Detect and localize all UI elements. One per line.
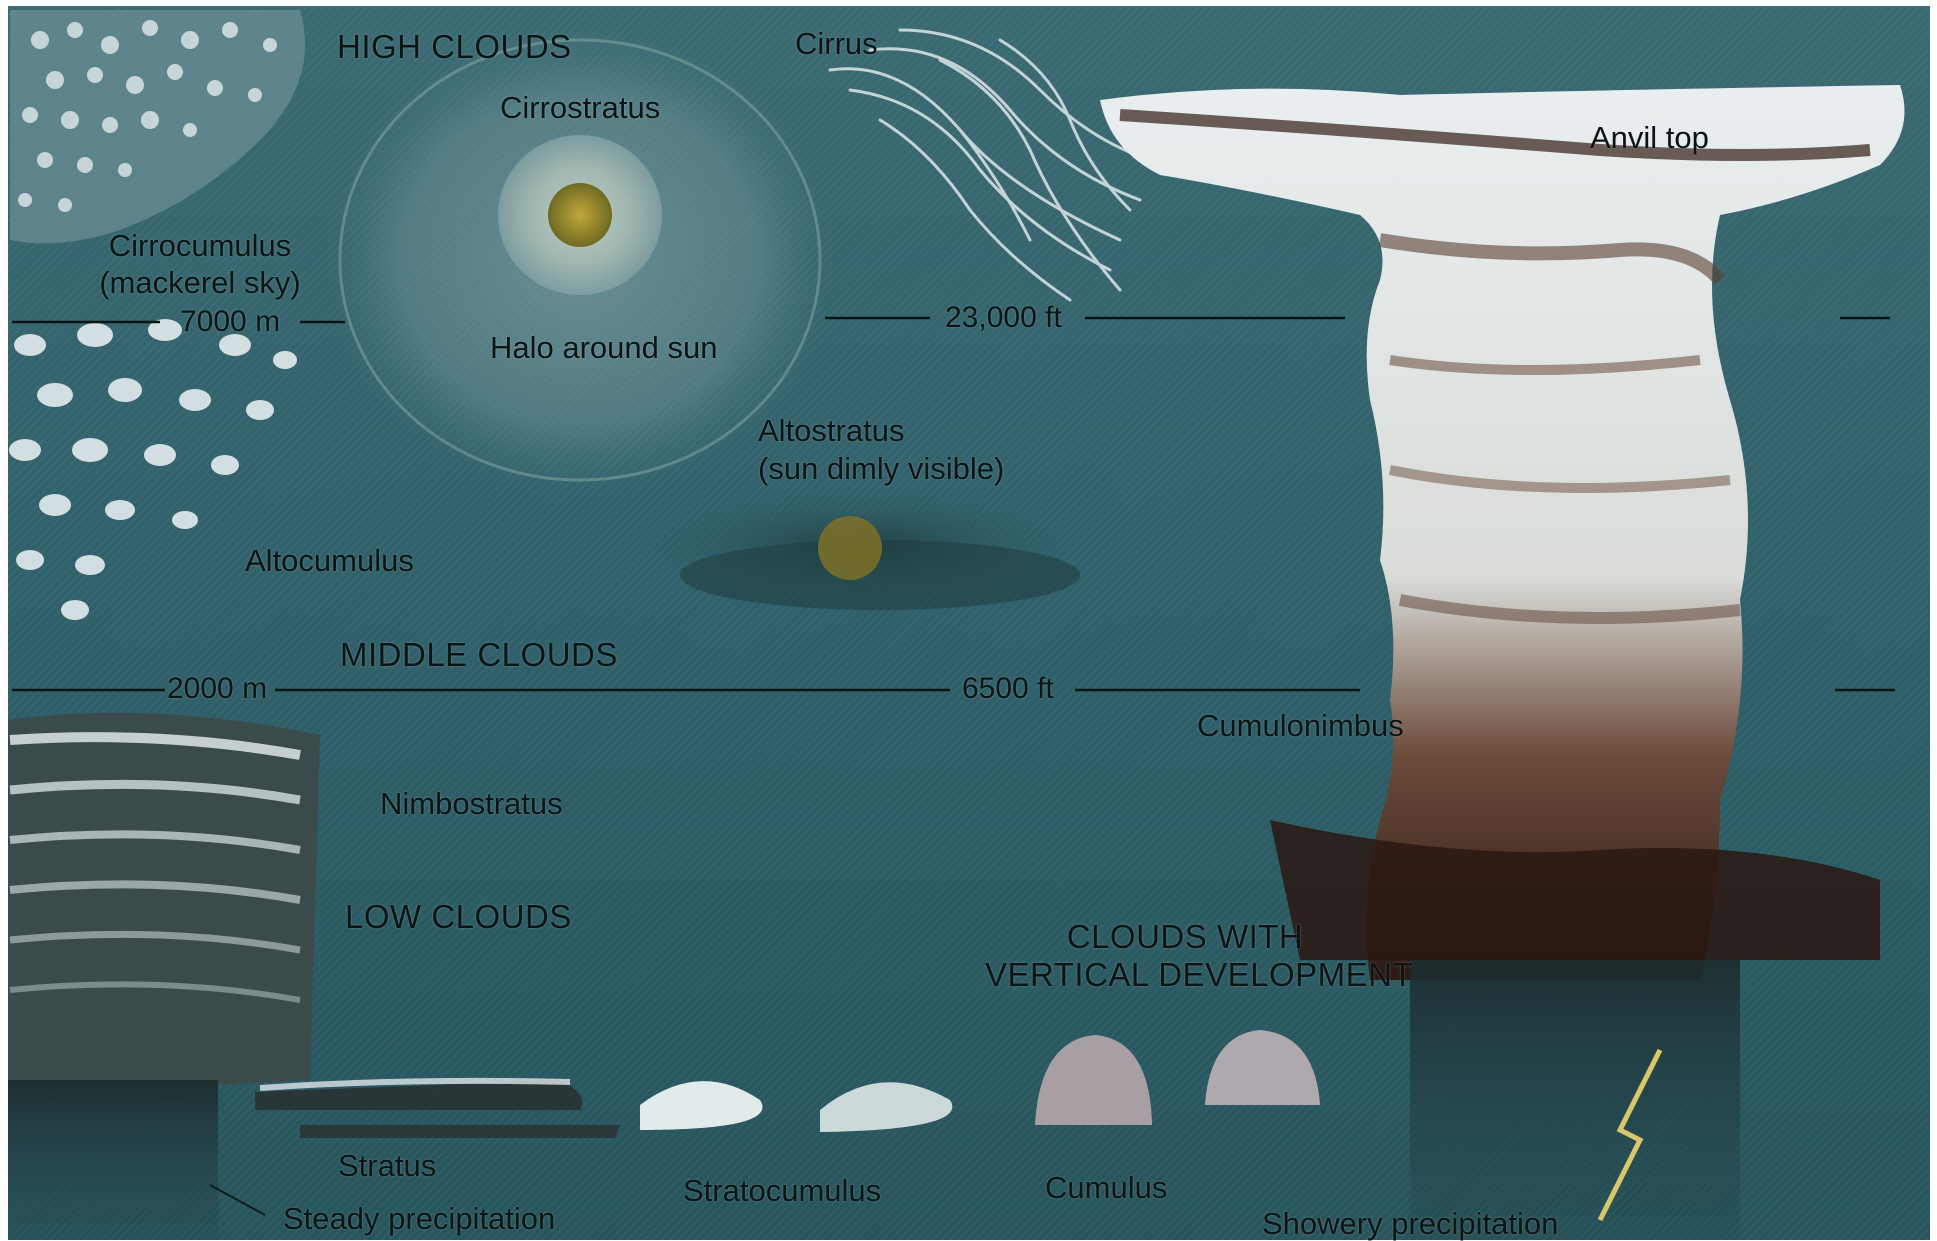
altitude-label-23000ft: 23,000 ft xyxy=(945,302,1062,334)
cirrocumulus-sublabel: (mackerel sky) xyxy=(90,267,310,300)
nimbostratus-label: Nimbostratus xyxy=(380,788,563,821)
steady-rain xyxy=(8,1080,218,1240)
altostratus-label: Altostratus xyxy=(758,415,904,448)
anvil-top-label: Anvil top xyxy=(1590,122,1709,155)
cumulus-label: Cumulus xyxy=(1045,1172,1167,1205)
cirrus-label: Cirrus xyxy=(795,28,878,61)
halo-label: Halo around sun xyxy=(490,332,718,365)
altostratus-sublabel: (sun dimly visible) xyxy=(758,453,1004,486)
cirrostratus-label: Cirrostratus xyxy=(500,92,660,125)
middle-clouds-heading: MIDDLE CLOUDS xyxy=(340,638,618,673)
steady-precipitation-label: Steady precipitation xyxy=(283,1203,555,1236)
stratus-label: Stratus xyxy=(338,1150,436,1183)
showery-rain xyxy=(1410,960,1740,1240)
stratocumulus-label: Stratocumulus xyxy=(683,1175,881,1208)
cumulonimbus-label: Cumulonimbus xyxy=(1197,710,1404,743)
altitude-label-2000m: 2000 m xyxy=(167,673,267,705)
altitude-label-7000m: 7000 m xyxy=(180,306,280,338)
altocumulus-label: Altocumulus xyxy=(245,545,414,578)
altitude-label-6500ft: 6500 ft xyxy=(962,673,1054,705)
sun-icon xyxy=(548,183,612,247)
showery-precipitation-label: Showery precipitation xyxy=(1262,1208,1558,1241)
cirrocumulus-label: Cirrocumulus xyxy=(90,230,310,263)
low-clouds-heading: LOW CLOUDS xyxy=(345,900,572,935)
vertical-clouds-heading-line1: CLOUDS WITH xyxy=(985,920,1385,955)
dim-sun-icon xyxy=(818,516,882,580)
high-clouds-heading: HIGH CLOUDS xyxy=(337,30,572,65)
vertical-clouds-heading-line2: VERTICAL DEVELOPMENT xyxy=(985,958,1385,993)
